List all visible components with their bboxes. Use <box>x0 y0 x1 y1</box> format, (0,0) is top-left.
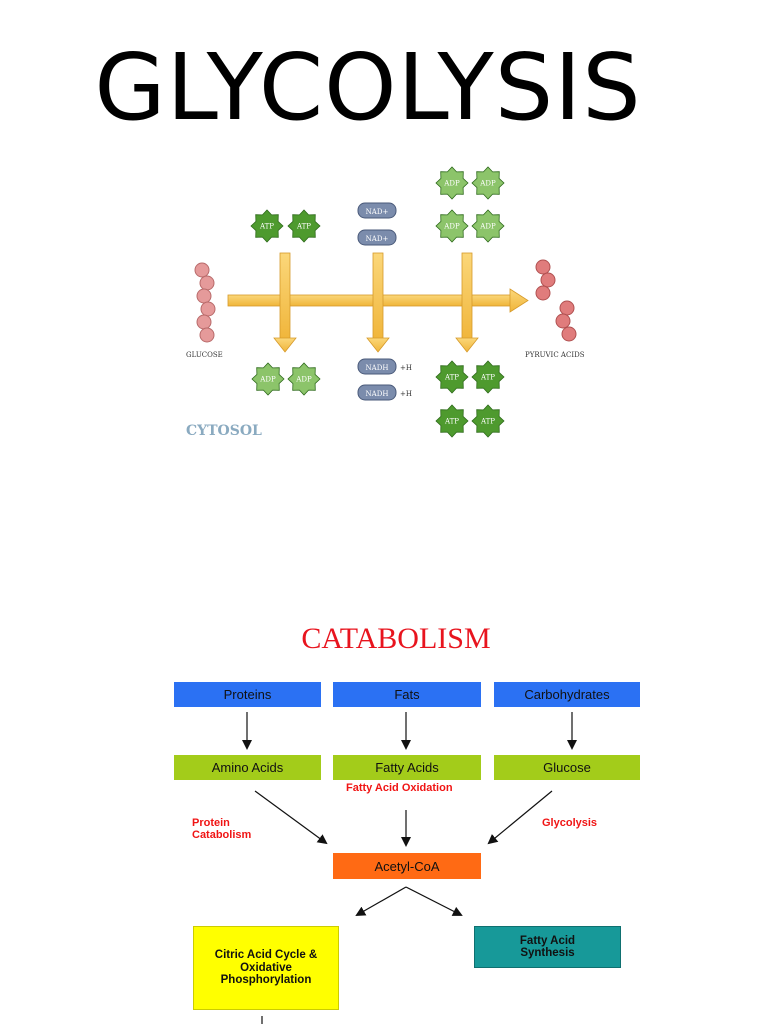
atp-in-1-badge: ATP <box>251 210 283 242</box>
nadh-1: NADH +H <box>358 359 412 374</box>
atp-out-3-label: ATP <box>444 418 459 426</box>
atp-out-4-label: ATP <box>480 418 495 426</box>
atp-out-4-badge: ATP <box>472 405 504 437</box>
adp-in-3-label: ADP <box>443 223 460 231</box>
pyruvic-acids-label: PYRUVIC ACIDS <box>525 351 585 359</box>
svg-text:NAD+: NAD+ <box>366 208 389 216</box>
svg-text:+H: +H <box>400 364 412 372</box>
acetyl-coa-box: Acetyl-CoA <box>333 853 481 879</box>
arrow-acetyl-synthesis <box>406 887 461 915</box>
carbohydrates-box: Carbohydrates <box>494 682 640 707</box>
atp-in-2-badge: ATP <box>288 210 320 242</box>
atp-in-2-label: ATP <box>296 223 311 231</box>
adp-in-2-label: ADP <box>479 180 496 188</box>
fatty-acids-box: Fatty Acids <box>333 755 481 780</box>
catabolism-title: CATABOLISM <box>0 622 768 656</box>
svg-text:NADH: NADH <box>366 390 389 398</box>
nad-plus-2: NAD+ <box>358 230 396 245</box>
glucose-molecule <box>195 263 215 342</box>
svg-text:NADH: NADH <box>366 364 389 372</box>
glycolysis-label: Glycolysis <box>542 817 622 829</box>
adp-out-2-label: ADP <box>295 376 312 384</box>
glycolysis-diagram: GLUCOSE PYRUVIC ACIDS NAD+ NAD+ NADH <box>0 150 768 450</box>
adp-in-2-badge: ADP <box>472 167 504 199</box>
atp-out-1-badge: ATP <box>436 361 468 393</box>
atp-in-1-label: ATP <box>259 223 274 231</box>
atp-out-3-badge: ATP <box>436 405 468 437</box>
fatty-acid-synthesis-box: Fatty Acid Synthesis <box>474 926 621 968</box>
page-title: GLYCOLYSIS <box>0 42 736 134</box>
citric-acid-cycle-box: Citric Acid Cycle & Oxidative Phosphoryl… <box>193 926 339 1010</box>
adp-in-1-badge: ADP <box>436 167 468 199</box>
svg-text:NAD+: NAD+ <box>366 235 389 243</box>
glucose-box: Glucose <box>494 755 640 780</box>
svg-text:+H: +H <box>400 390 412 398</box>
adp-out-1-label: ADP <box>259 376 276 384</box>
cytosol-label: CYTOSOL <box>186 423 262 439</box>
proteins-box: Proteins <box>174 682 321 707</box>
adp-in-4-badge: ADP <box>472 210 504 242</box>
arrow-amino-acetyl <box>255 791 326 843</box>
adp-out-1-badge: ADP <box>252 363 284 395</box>
adp-in-1-label: ADP <box>443 180 460 188</box>
fats-box: Fats <box>333 682 481 707</box>
protein-catabolism-label: Protein Catabolism <box>192 817 262 841</box>
pyruvic-acid-molecules <box>536 260 576 341</box>
glucose-label: GLUCOSE <box>186 351 223 359</box>
adp-out-2-badge: ADP <box>288 363 320 395</box>
arrow-acetyl-citric <box>357 887 406 915</box>
adp-in-3-badge: ADP <box>436 210 468 242</box>
nad-plus-1: NAD+ <box>358 203 396 218</box>
fatty-acid-oxidation-label: Fatty Acid Oxidation <box>346 782 486 794</box>
nadh-2: NADH +H <box>358 385 412 400</box>
atp-out-1-label: ATP <box>444 374 459 382</box>
amino-acids-box: Amino Acids <box>174 755 321 780</box>
adp-in-4-label: ADP <box>479 223 496 231</box>
atp-out-2-label: ATP <box>480 374 495 382</box>
atp-out-2-badge: ATP <box>472 361 504 393</box>
